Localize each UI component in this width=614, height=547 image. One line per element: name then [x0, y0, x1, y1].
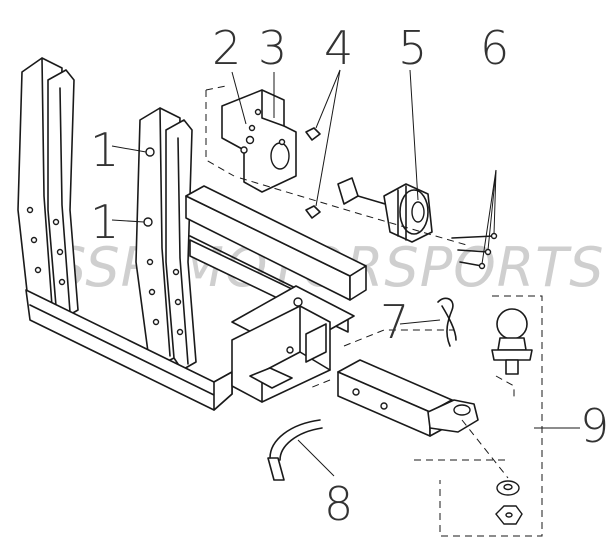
washer-nut [495, 480, 523, 525]
hitch-ball [491, 308, 533, 375]
assembly-axis [239, 177, 471, 247]
l-pin [267, 419, 323, 481]
group-lines [309, 295, 543, 537]
callout-6: 6 [480, 21, 509, 75]
callout-9: 9 [580, 399, 609, 453]
right-upright [135, 107, 197, 371]
callout-8: 8 [324, 477, 353, 531]
long-bolts [451, 232, 498, 270]
hitch-spool [337, 177, 433, 243]
callout-leaders [111, 69, 580, 477]
mount-bracket [205, 85, 297, 193]
callout-7: 7 [380, 295, 409, 349]
left-upright [17, 57, 79, 319]
callout-2: 2 [212, 21, 241, 75]
callout-labels: 1 1 2 3 4 5 6 7 8 9 [90, 21, 609, 531]
callout-4: 4 [324, 21, 353, 75]
callout-1-lower: 1 [90, 195, 119, 249]
bracket-bolts [305, 127, 321, 219]
cross-tube [185, 185, 367, 403]
drawbar [337, 359, 479, 437]
callout-5: 5 [398, 21, 427, 75]
hitch-pin-clip [437, 297, 457, 347]
callout-1-upper: 1 [90, 123, 119, 177]
base-frame [25, 289, 233, 411]
callout-3: 3 [258, 21, 287, 75]
